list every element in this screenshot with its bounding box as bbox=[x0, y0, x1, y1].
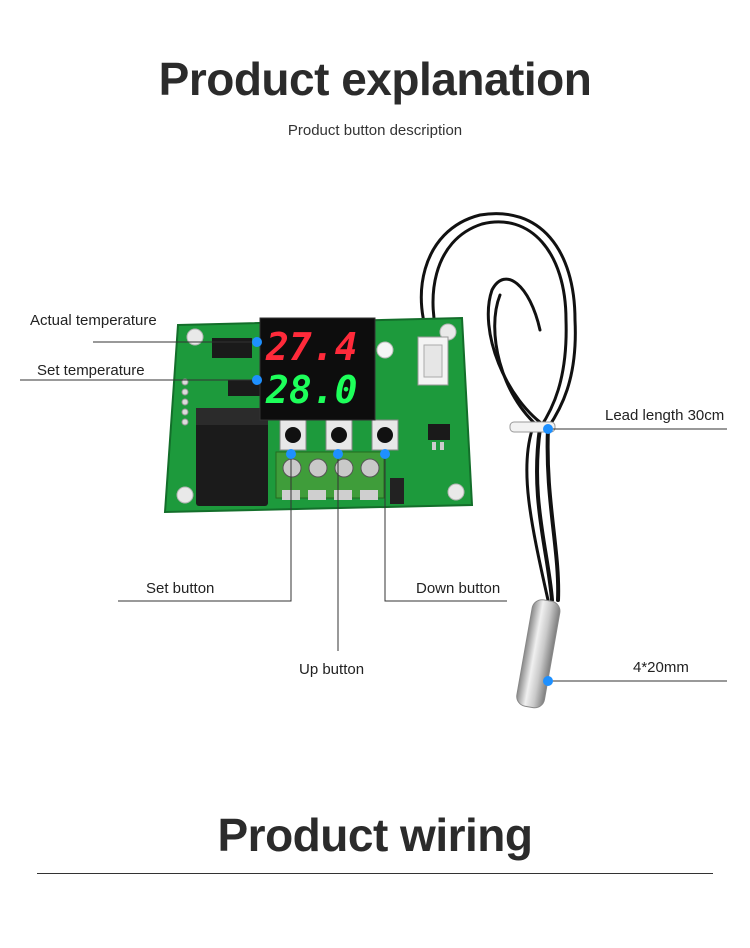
callout-lines bbox=[20, 341, 727, 682]
label-down-button: Down button bbox=[416, 580, 501, 597]
marker-down-button bbox=[380, 449, 390, 459]
temperature-probe bbox=[516, 599, 561, 709]
label-lead-length: Lead length 30cm bbox=[605, 407, 725, 424]
label-probe-size: 4*20mm bbox=[633, 659, 689, 676]
page-title: Product explanation bbox=[158, 53, 592, 105]
label-actual-temperature: Actual temperature bbox=[30, 312, 157, 329]
display-actual-temperature: 27.4 bbox=[265, 325, 358, 369]
marker-up-button bbox=[333, 449, 343, 459]
marker-actual-temperature bbox=[252, 337, 262, 347]
marker-lead bbox=[543, 424, 553, 434]
sensor-cable bbox=[419, 212, 577, 602]
marker-set-temperature bbox=[252, 375, 262, 385]
callout-markers bbox=[252, 337, 553, 686]
section-title-wiring: Product wiring bbox=[217, 809, 534, 861]
section-divider bbox=[37, 873, 713, 874]
label-up-button: Up button bbox=[299, 661, 365, 678]
label-set-temperature: Set temperature bbox=[37, 362, 145, 379]
display-set-temperature: 28.0 bbox=[265, 368, 358, 412]
label-set-button: Set button bbox=[146, 580, 215, 597]
controller-pcb bbox=[163, 316, 474, 514]
marker-set-button bbox=[286, 449, 296, 459]
page-subtitle: Product button description bbox=[287, 122, 463, 139]
marker-probe bbox=[543, 676, 553, 686]
